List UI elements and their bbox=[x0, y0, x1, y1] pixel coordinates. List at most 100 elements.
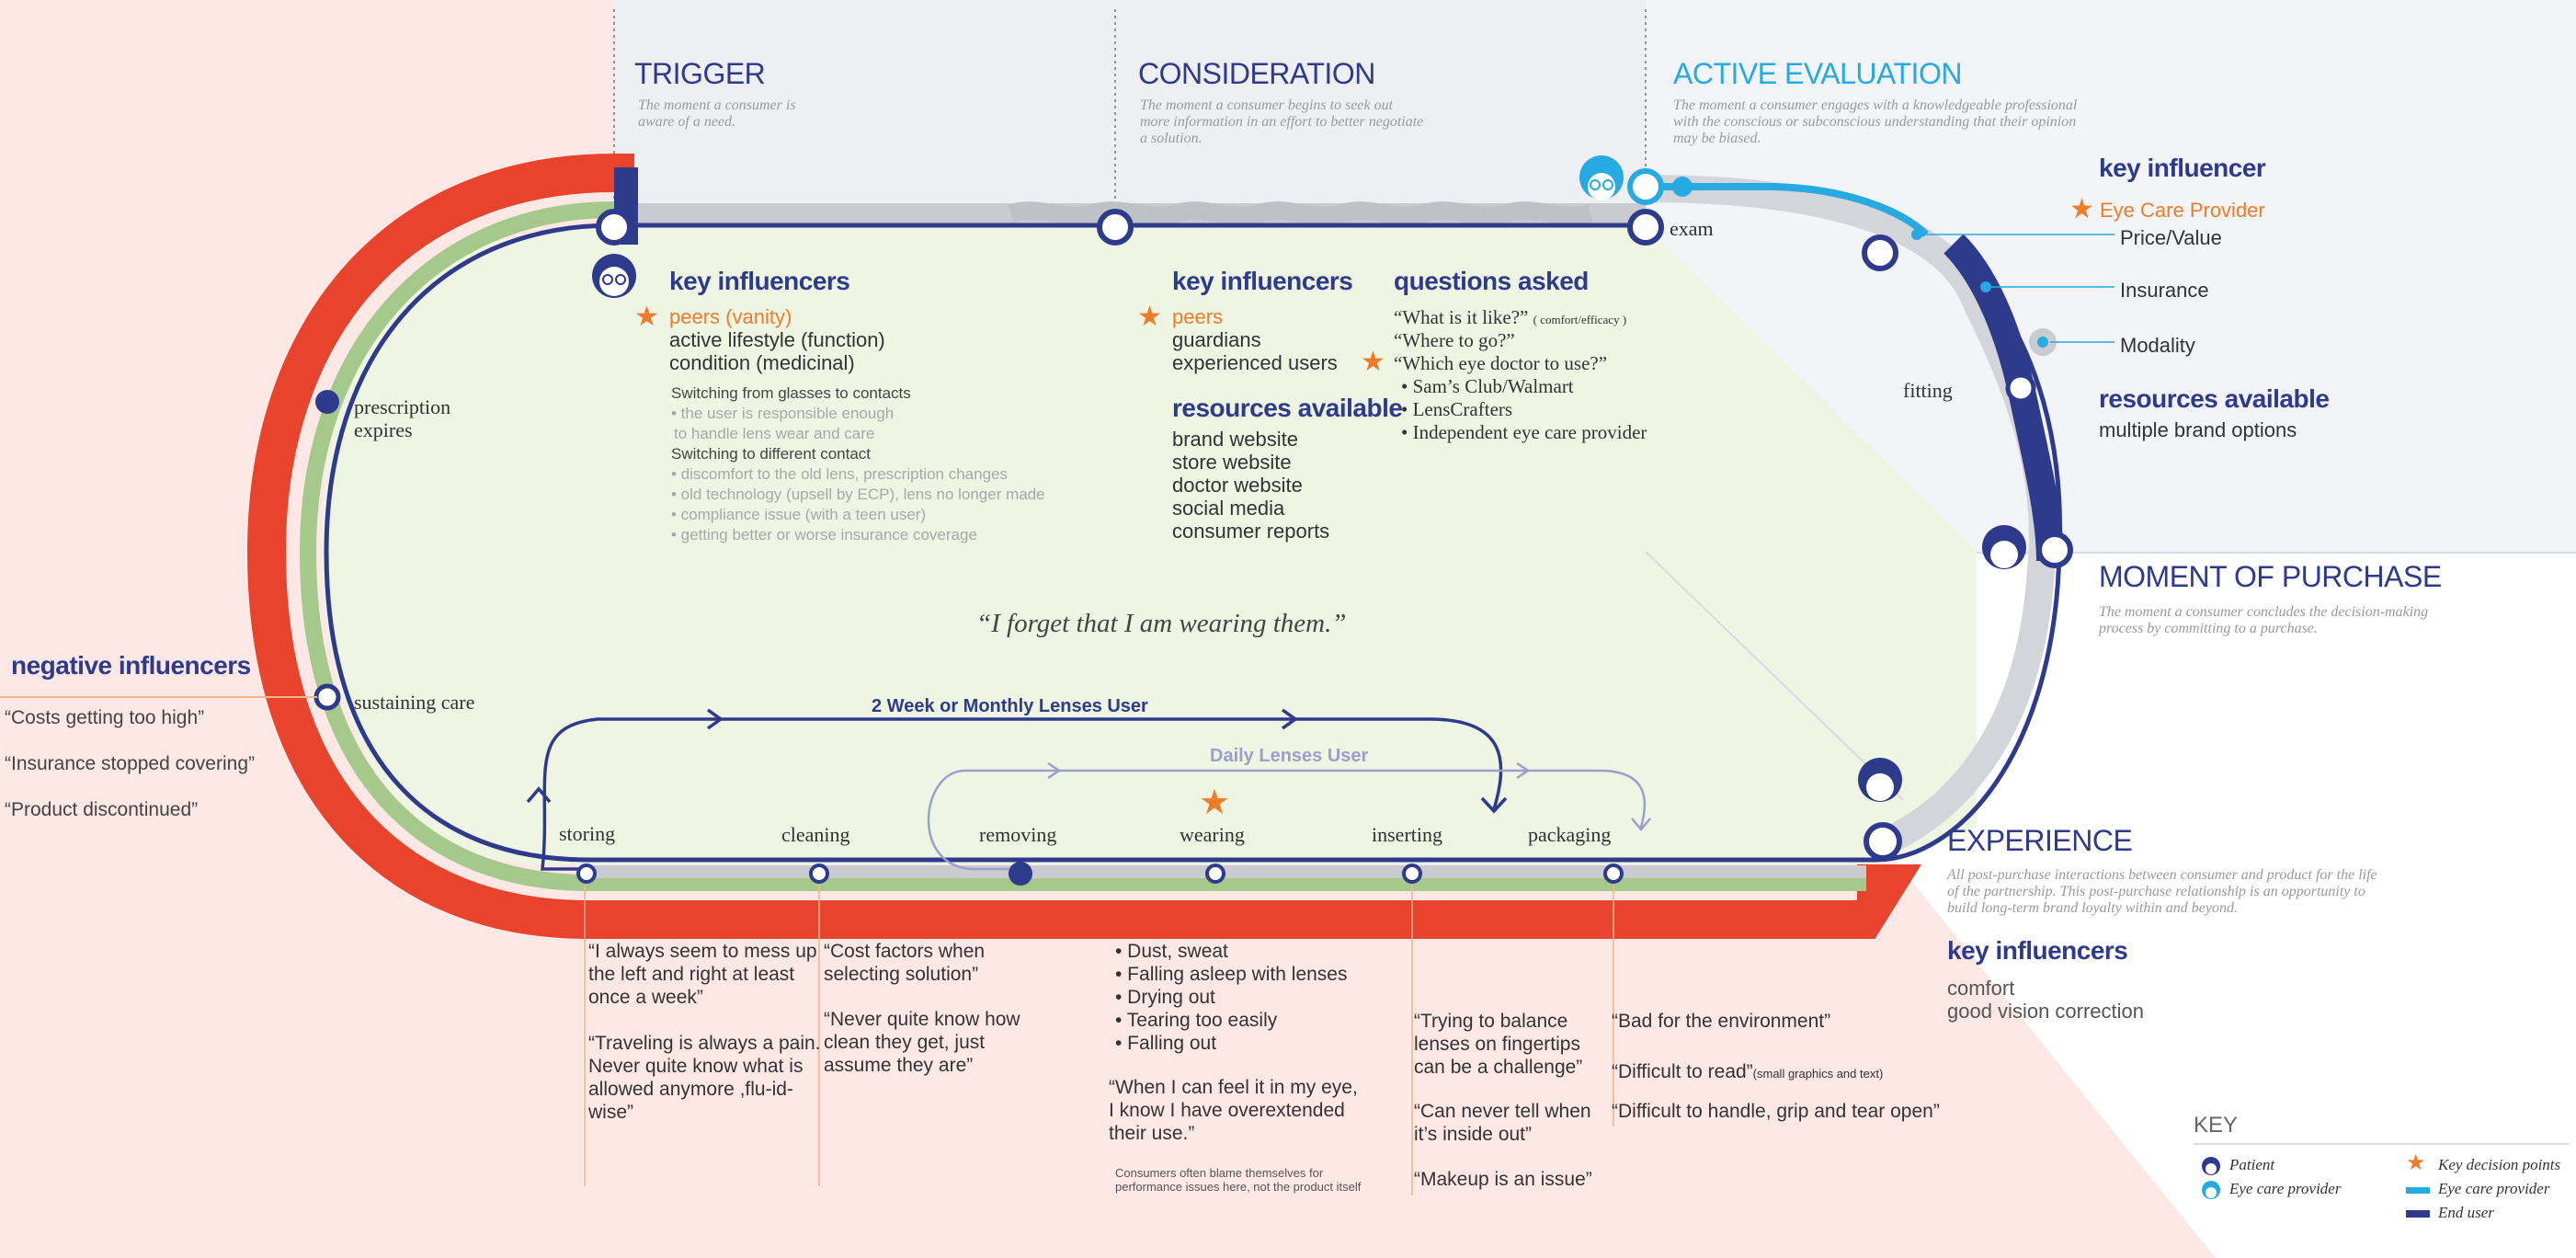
daily-arrow-1 bbox=[1047, 761, 1062, 780]
cleaning-quote-2: “Never quite know how clean they get, ju… bbox=[824, 1009, 1020, 1076]
patient-icon-trigger bbox=[592, 254, 636, 298]
key-decision-label: Key decision points bbox=[2438, 1156, 2561, 1173]
stage-title-active-evaluation: ACTIVE EVALUATION bbox=[1673, 57, 1962, 90]
wearing-issue-5: • Falling out bbox=[1115, 1033, 1217, 1054]
stage-desc-consideration: The moment a consumer begins to seek out… bbox=[1140, 97, 1424, 146]
question-3: “Which eye doctor to use?” bbox=[1394, 352, 1608, 374]
storing-quote-2: “Traveling is always a pain. Never quite… bbox=[588, 1033, 821, 1123]
consideration-influencer-3: experienced users bbox=[1172, 351, 1338, 374]
trigger-switch-2-note-4: • getting better or worse insurance cove… bbox=[671, 526, 977, 543]
factor-price-value: Price/Value bbox=[2120, 226, 2222, 249]
stage-title-trigger: TRIGGER bbox=[634, 57, 766, 90]
question-3-option-2: • LensCrafters bbox=[1401, 398, 1513, 420]
step-inserting: inserting bbox=[1372, 823, 1442, 846]
question-1: “What is it like?” ( comfort/efficacy ) bbox=[1394, 306, 1627, 328]
trigger-influencer-3: condition (medicinal) bbox=[669, 351, 855, 374]
exam-label: exam bbox=[1670, 217, 1714, 240]
evaluation-decision-star-icon: ★ bbox=[2069, 194, 2094, 224]
question-2: “Where to go?” bbox=[1394, 329, 1515, 351]
key-ecp-icon bbox=[2202, 1181, 2220, 1199]
loop-inner-field bbox=[322, 225, 1977, 864]
trigger-switch-2-note-1: • discomfort to the old lens, prescripti… bbox=[671, 465, 1008, 483]
stage-desc-trigger: The moment a consumer is aware of a need… bbox=[638, 97, 796, 130]
node-trigger bbox=[596, 209, 633, 246]
trigger-decision-star-icon: ★ bbox=[634, 302, 659, 332]
consideration-decision-star-icon: ★ bbox=[1137, 302, 1162, 332]
experience-influencer-1: comfort bbox=[1947, 977, 2015, 1000]
evaluation-influencer-heading: key influencer bbox=[2099, 154, 2266, 182]
node-prescription bbox=[315, 390, 339, 414]
purchase-divider bbox=[1645, 551, 1904, 801]
node-ecp bbox=[1627, 168, 1664, 205]
trigger-influencer-2: active lifestyle (function) bbox=[669, 328, 885, 351]
stage-title-experience: EXPERIENCE bbox=[1947, 824, 2133, 857]
two-week-user-label: 2 Week or Monthly Lenses User bbox=[872, 696, 1148, 716]
experience-influencers-heading: key influencers bbox=[1947, 936, 2128, 965]
evaluation-resource: multiple brand options bbox=[2099, 418, 2297, 441]
inserting-quote-3: “Makeup is an issue” bbox=[1414, 1169, 1592, 1190]
sustaining-care-label: sustaining care bbox=[354, 691, 475, 714]
inserting-quote-2: “Can never tell when it’s inside out” bbox=[1414, 1101, 1591, 1145]
trigger-switch-2: Switching to different contact bbox=[671, 445, 872, 463]
node-consideration bbox=[1097, 209, 1134, 246]
consideration-influencers-heading: key influencers bbox=[1172, 267, 1353, 295]
node-inserting bbox=[1402, 863, 1422, 884]
experience-influencer-2: good vision correction bbox=[1947, 1000, 2145, 1023]
node-packaging bbox=[1603, 863, 1624, 884]
step-cleaning: cleaning bbox=[781, 823, 850, 846]
two-week-arrow-4 bbox=[526, 786, 552, 804]
step-packaging: packaging bbox=[1528, 823, 1612, 846]
negative-quote-2: “Insurance stopped covering” bbox=[5, 753, 255, 774]
key-patient-icon bbox=[2202, 1157, 2220, 1175]
wearing-issue-2: • Falling asleep with lenses bbox=[1115, 964, 1348, 985]
factor-insurance: Insurance bbox=[2120, 279, 2209, 302]
stage-desc-moment-of-purchase: The moment a consumer concludes the deci… bbox=[2099, 604, 2429, 636]
fitting-label: fitting bbox=[1903, 379, 1953, 402]
node-cleaning bbox=[809, 863, 829, 884]
node-experience bbox=[1864, 822, 1902, 861]
red-band-end bbox=[1857, 864, 1921, 938]
node-removing bbox=[1009, 862, 1032, 886]
evaluation-resources-heading: resources available bbox=[2099, 384, 2330, 413]
negative-influencers-heading: negative influencers bbox=[11, 651, 251, 680]
stage-desc-active-evaluation: The moment a consumer engages with a kno… bbox=[1673, 97, 2078, 146]
stage-desc-experience: All post-purchase interactions between c… bbox=[1947, 867, 2377, 916]
consideration-influencer-2: guardians bbox=[1172, 328, 1261, 351]
modality-dot bbox=[2037, 337, 2048, 348]
stage-title-consideration: CONSIDERATION bbox=[1138, 57, 1375, 90]
trigger-switch-1-note-1: • the user is responsible enough bbox=[671, 405, 895, 422]
key-end-user-line bbox=[2406, 1210, 2430, 1218]
wearing-quote: “When I can feel it in my eye, I know I … bbox=[1109, 1077, 1358, 1144]
consideration-resource-2: store website bbox=[1172, 451, 1292, 474]
key-patient-label: Patient bbox=[2229, 1156, 2275, 1173]
key-decision-star-icon: ★ bbox=[2406, 1150, 2426, 1175]
node-ecp-dot bbox=[1672, 177, 1693, 197]
node-purchase bbox=[2036, 532, 2073, 568]
daily-user-label: Daily Lenses User bbox=[1210, 746, 1369, 766]
two-week-arrow-2 bbox=[1281, 708, 1299, 730]
consideration-resource-4: social media bbox=[1172, 497, 1285, 520]
factor-modality: Modality bbox=[2120, 334, 2195, 357]
prescription-expires-label: prescription expires bbox=[354, 395, 451, 441]
node-fitting bbox=[1862, 234, 1898, 271]
wearing-issue-1: • Dust, sweat bbox=[1115, 941, 1228, 962]
node-storing bbox=[576, 863, 597, 884]
consideration-resource-1: brand website bbox=[1172, 428, 1298, 451]
question-decision-star-icon: ★ bbox=[1361, 347, 1385, 377]
eye-care-provider-icon bbox=[1579, 155, 1624, 200]
two-week-arrow-3 bbox=[1480, 796, 1508, 814]
center-quote: “I forget that I am wearing them.” bbox=[976, 609, 1347, 638]
two-week-cycle bbox=[541, 717, 1503, 871]
node-fitting-2 bbox=[2005, 372, 2036, 404]
negative-quote-3: “Product discontinued” bbox=[5, 799, 199, 820]
eye-care-line bbox=[1646, 183, 1929, 237]
wearing-decision-star-icon: ★ bbox=[1199, 783, 1231, 822]
wearing-issue-4: • Tearing too easily bbox=[1115, 1010, 1278, 1031]
trigger-switch-2-note-3: • compliance issue (with a teen user) bbox=[671, 506, 927, 523]
trigger-switch-1: Switching from glasses to contacts bbox=[671, 384, 911, 402]
packaging-quote-3: “Difficult to handle, grip and tear open… bbox=[1612, 1101, 1940, 1122]
patient-icon-purchase bbox=[1982, 525, 2026, 569]
wearing-note: Consumers often blame themselves for per… bbox=[1115, 1166, 1362, 1194]
daily-cycle bbox=[927, 769, 1647, 871]
